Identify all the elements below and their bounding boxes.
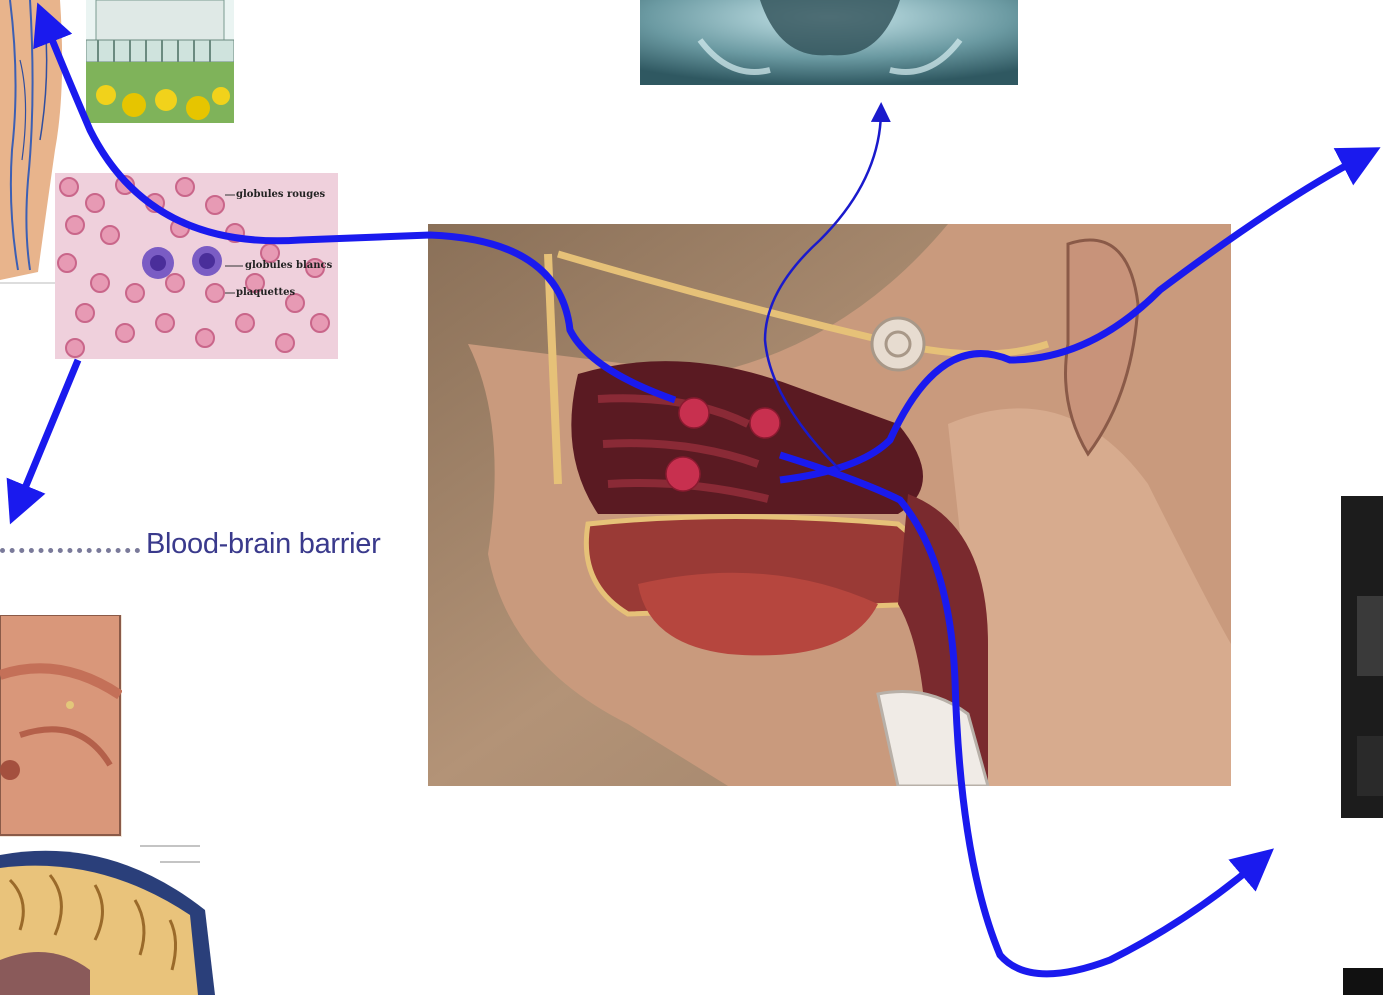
- arrow-to-top-right: [780, 157, 1362, 480]
- arrow-to-barrier: [18, 360, 78, 505]
- particle: [679, 398, 709, 428]
- arrow-to-xray: [765, 112, 881, 470]
- particles: [666, 398, 780, 491]
- arrow-to-bottom-right: [780, 455, 1258, 974]
- particle: [666, 457, 700, 491]
- arrow-to-veins: [45, 22, 675, 400]
- particle: [750, 408, 780, 438]
